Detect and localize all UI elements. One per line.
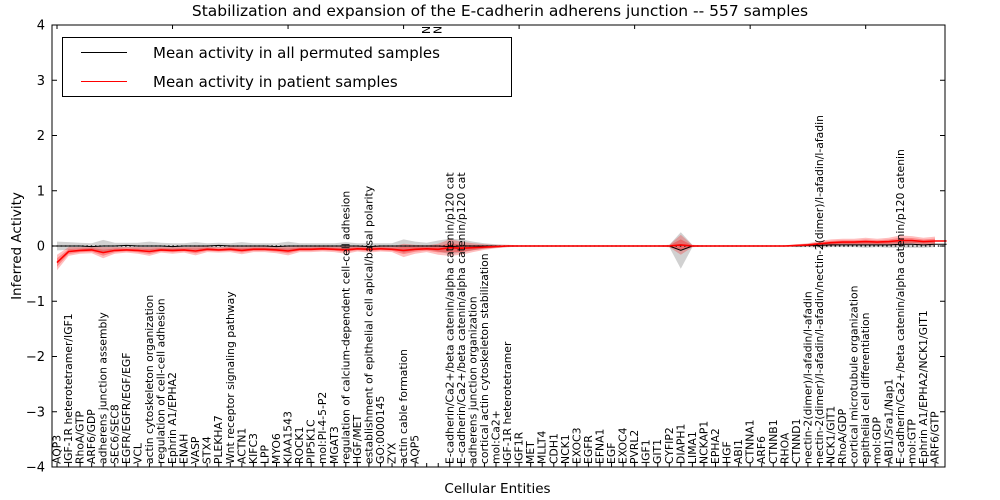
x-tick-label: EPHA2 (709, 428, 722, 464)
x-tick-label: IGF-1R heterotetramer/IGF1 (62, 313, 75, 464)
x-tick-label: mol:GTP (905, 419, 918, 464)
x-tick-label: IGF1R (513, 431, 526, 464)
x-tick-label: Ephrin A1/EPHA2/NCK1/GIT1 (917, 310, 930, 464)
x-tick-label: ABI1/Sra1/Nap1 (882, 379, 895, 464)
x-tick-label: PIP5K1C (305, 419, 318, 464)
x-tick-label: EGFR/EGFR/EGF/EGF (120, 352, 133, 464)
y-tick-label: −2 (26, 350, 45, 365)
x-tick-label: Wnt receptor signaling pathway (224, 291, 237, 464)
x-tick-label: RHOA (778, 432, 791, 464)
x-tick-label: ABI1 (732, 439, 745, 464)
x-tick-label: IGF-1R heterotetramer (501, 341, 514, 464)
x-tick-label: RhoA/GTP (74, 410, 87, 464)
x-tick-label: CTNNA1 (744, 419, 757, 464)
legend-label: Mean activity in patient samples (153, 72, 398, 91)
x-tick-label: epithelial cell differentiation (859, 313, 872, 464)
x-tick-label: cortical actin cytoskeleton stabilizatio… (478, 253, 491, 464)
x-tick-label: HGF (721, 441, 734, 464)
x-tick-label: VCL (131, 443, 144, 464)
y-tick-label: 1 (37, 184, 45, 199)
x-tick-label: AQP5 (409, 435, 422, 464)
y-tick-label: −3 (26, 405, 45, 420)
x-tick-label: regulation of calcium-dependent cell-cel… (339, 191, 352, 464)
x-tick-label: mol:PI-4-5-P2 (316, 392, 329, 464)
x-tick-label: MYO6 (270, 433, 283, 464)
x-tick-label: NCK1/GIT1 (825, 406, 838, 464)
y-tick-label: 0 (37, 240, 45, 255)
x-tick-label: EFNA1 (594, 429, 607, 464)
x-tick-label: ZYX (386, 442, 399, 464)
x-tick-label: EXOC4 (617, 427, 630, 464)
x-tick-label: CTNND1 (790, 419, 803, 464)
x-tick-label: DIAPH1 (674, 424, 687, 464)
patient-std-inner-band (57, 237, 935, 267)
x-tick-label: GIT1 (651, 439, 664, 464)
y-tick-label: 2 (37, 129, 45, 144)
x-tick-label: KIFC3 (247, 433, 260, 464)
x-tick-label: adherens junction assembly (97, 312, 110, 464)
x-tick-label: CYFIP2 (663, 427, 676, 464)
legend-item-patient: Mean activity in patient samples (63, 67, 511, 96)
x-tick-label: NCK1 (559, 434, 572, 464)
x-tick-label: E-cadherin/Ca2+/beta catenin/alpha caten… (894, 149, 907, 464)
legend-item-permuted: Mean activity in all permuted samples (63, 38, 511, 67)
y-tick-label: −1 (26, 295, 45, 310)
legend-line-black (81, 52, 127, 53)
x-tick-label: mol:Ca2+ (490, 410, 503, 464)
x-tick-label: CDH1 (547, 433, 560, 464)
x-tick-label: NCKAP1 (697, 421, 710, 464)
x-tick-label: ENAH (178, 434, 191, 464)
x-tick-label: GO:0000145 (374, 396, 387, 464)
legend: Mean activity in all permuted samples Me… (62, 37, 512, 97)
x-tick-label: CTNNB1 (767, 419, 780, 464)
x-tick-label: LPP (258, 444, 271, 464)
x-tick-label: ARF6 (755, 436, 768, 464)
x-tick-label: cortical microtubule organization (848, 286, 861, 464)
x-tick-label: STX4 (201, 436, 214, 464)
legend-label: Mean activity in all permuted samples (153, 43, 440, 62)
patient-std-band (57, 234, 935, 271)
x-tick-label: LIMA1 (686, 431, 699, 464)
x-tick-label: EGF (605, 443, 618, 464)
clipped-top-label: N (420, 26, 433, 34)
x-tick-label: ARF6/GTP (929, 411, 942, 464)
y-tick-label: 4 (37, 19, 45, 34)
x-tick-label: RhoA/GDP (836, 408, 849, 464)
x-tick-label: actin cable formation (397, 349, 410, 464)
x-tick-label: MGAT3 (328, 426, 341, 464)
x-tick-label: regulation of cell-cell adhesion (155, 298, 168, 464)
x-tick-label: MLLT4 (536, 431, 549, 464)
x-tick-label: nectin-2(dimer)/l-afadin/l-afadin (801, 291, 814, 464)
chart-title: Stabilization and expansion of the E-cad… (191, 2, 809, 20)
x-tick-label: establishment of epithelial cell apical/… (362, 185, 375, 464)
x-axis-label: Cellular Entities (444, 481, 551, 497)
y-tick-label: −4 (26, 461, 45, 476)
x-tick-label: EGFR (582, 435, 595, 464)
x-tick-label: E-cadherin/Ca2+/beta catenin/alpha caten… (443, 172, 456, 464)
x-tick-label: IGF1 (640, 439, 653, 464)
x-tick-label: PLEKHA7 (212, 415, 225, 464)
x-tick-label: adherens junction organization (466, 296, 479, 464)
x-tick-label: actin cytoskeleton organization (143, 295, 156, 464)
x-tick-label: PVRL2 (628, 430, 641, 464)
x-tick-label: HGF/MET (351, 415, 364, 464)
y-tick-label: 3 (37, 74, 45, 89)
x-tick-label: MET (524, 441, 537, 464)
x-tick-label: ARF6/GDP (85, 409, 98, 464)
x-tick-label: SEC6/SEC8 (108, 404, 121, 464)
x-tick-label: AQP3 (51, 435, 64, 464)
x-tick-label: E-cadherin/Ca2+/beta catenin/alpha caten… (455, 172, 468, 464)
x-tick-label: ROCK1 (293, 427, 306, 465)
clipped-top-label: N (432, 26, 445, 34)
x-tick-label: Ephrin A1/EPHA2 (166, 372, 179, 464)
x-tick-label: mol:GDP (871, 417, 884, 464)
patient-mean-line (56, 239, 947, 264)
x-tick-label: KIAA1543 (282, 411, 295, 464)
x-tick-label: EXOC3 (570, 428, 583, 464)
x-tick-label: ACTN1 (235, 428, 248, 464)
x-tick-label: nectin-2(dimer)/l-afadin/l-afadin/nectin… (813, 115, 826, 464)
x-tick-label: VASP (189, 436, 202, 464)
legend-line-red (81, 81, 127, 82)
